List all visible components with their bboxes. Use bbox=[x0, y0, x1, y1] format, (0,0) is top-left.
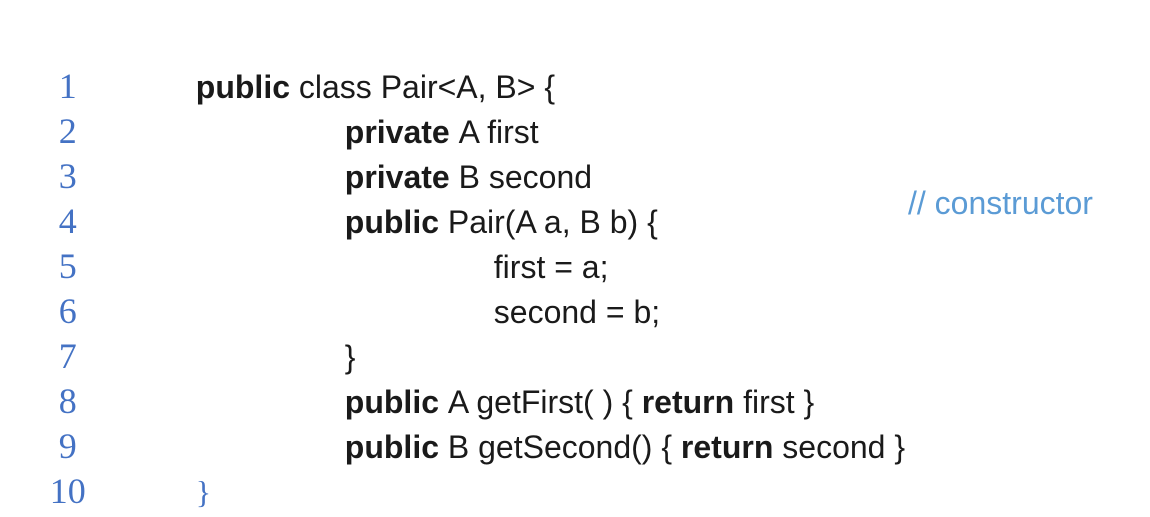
code-text: public Pair(A a, B b) { bbox=[196, 200, 658, 245]
code-line: 7} bbox=[0, 316, 1150, 376]
code-segment: first } bbox=[743, 384, 815, 420]
code-segment: B getSecond() { bbox=[447, 429, 681, 465]
line-number: 8 bbox=[58, 381, 77, 421]
keyword: public bbox=[344, 429, 448, 465]
line-number: 4 bbox=[58, 201, 77, 241]
keyword: return bbox=[641, 384, 744, 420]
code-text: public class Pair<A, B> { bbox=[196, 65, 555, 110]
code-segment: B second bbox=[458, 159, 593, 195]
code-segment: } bbox=[344, 339, 356, 375]
code-text: } bbox=[196, 470, 211, 515]
code-line: 10} bbox=[0, 451, 1150, 511]
code-text: } bbox=[196, 335, 356, 380]
code-line: 6 second = b; bbox=[0, 271, 1150, 331]
keyword: private bbox=[344, 159, 459, 195]
line-number: 10 bbox=[49, 471, 86, 511]
code-line: 1 public class Pair<A, B> { bbox=[0, 46, 1150, 106]
code-text: second = b; bbox=[196, 290, 660, 335]
code-text: public A getFirst( ) { return first } bbox=[196, 380, 814, 425]
code-segment: A getFirst( ) { bbox=[447, 384, 642, 420]
code-text: private B second bbox=[196, 155, 592, 200]
code-line: 2 private A first bbox=[0, 91, 1150, 151]
keyword: public bbox=[344, 384, 448, 420]
code-segment: Pair(A a, B b) { bbox=[447, 204, 658, 240]
code-line: 3 private B second bbox=[0, 136, 1150, 196]
code-line: 9 public B getSecond() { return second } bbox=[0, 406, 1150, 466]
code-line: 4 public Pair(A a, B b) { // constructor bbox=[0, 181, 1150, 241]
line-number: 9 bbox=[58, 426, 77, 466]
keyword: public bbox=[344, 204, 448, 240]
code-text: public B getSecond() { return second } bbox=[196, 425, 905, 470]
code-segment: class Pair<A, B> { bbox=[298, 69, 556, 105]
keyword: return bbox=[680, 429, 783, 465]
line-number: 7 bbox=[58, 336, 77, 376]
code-text: first = a; bbox=[196, 245, 609, 290]
keyword: private bbox=[344, 114, 459, 150]
code-segment: A first bbox=[458, 114, 539, 150]
keyword: public bbox=[195, 69, 299, 105]
line-number: 3 bbox=[58, 156, 77, 196]
code-segment: first = a; bbox=[493, 249, 609, 285]
line-number: 6 bbox=[58, 291, 77, 331]
code-segment: second } bbox=[782, 429, 906, 465]
closing-brace-accent: } bbox=[195, 474, 212, 510]
code-listing: 1 public class Pair<A, B> { 2 private A fi… bbox=[0, 46, 1150, 511]
code-line: 8 public A getFirst( ) { return first } bbox=[0, 361, 1150, 421]
line-number: 2 bbox=[58, 111, 77, 151]
code-text: private A first bbox=[196, 110, 539, 155]
line-number: 1 bbox=[58, 66, 77, 106]
code-segment: second = b; bbox=[493, 294, 661, 330]
code-line: 5 first = a; bbox=[0, 226, 1150, 286]
inline-comment: // constructor bbox=[908, 185, 1093, 221]
line-number: 5 bbox=[58, 246, 77, 286]
